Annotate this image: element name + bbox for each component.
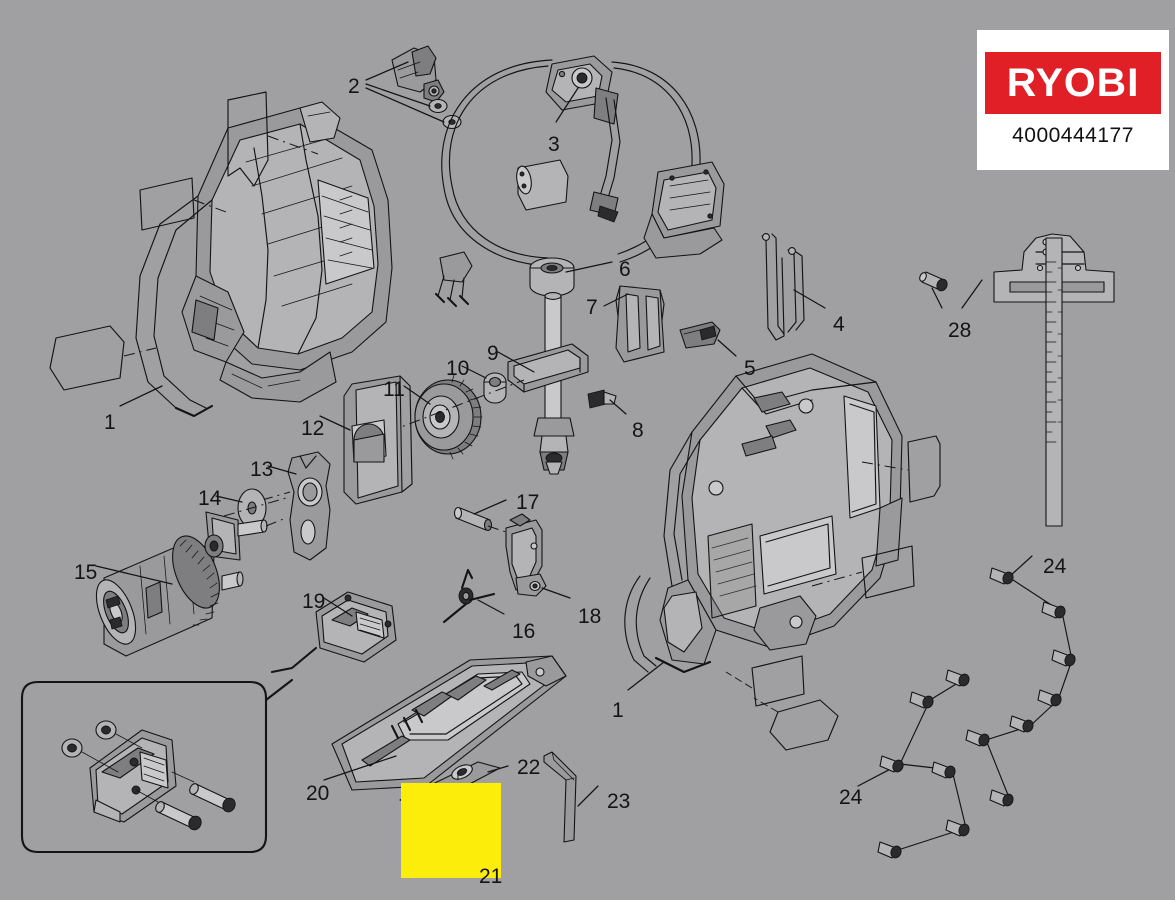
brand-logo-plate: RYOBI 4000444177: [977, 30, 1169, 170]
callout-number-22: 22: [517, 756, 541, 779]
wire-guide: [761, 233, 826, 341]
callout-number-3: 3: [548, 133, 560, 156]
callout-number-24: 24: [839, 786, 863, 809]
highlight-region-item-21: [401, 783, 501, 878]
gasket: [261, 451, 331, 561]
callout-number-21: 21: [479, 865, 503, 888]
callout-number-19: 19: [302, 590, 326, 613]
callout-number-24: 24: [1043, 555, 1067, 578]
switch-and-harness: [434, 55, 725, 308]
right-housing-half: [624, 353, 941, 751]
left-housing-half: [49, 91, 393, 418]
ryobi-logo-band: RYOBI: [985, 52, 1161, 114]
callout-number-9: 9: [487, 342, 499, 365]
callout-number-15: 15: [74, 561, 98, 584]
washer: [215, 488, 287, 528]
plunger-assembly: [319, 257, 627, 505]
callout-number-1: 1: [612, 699, 624, 722]
callout-number-16: 16: [512, 620, 536, 643]
callout-number-23: 23: [607, 790, 631, 813]
edge-guide: [919, 233, 1115, 527]
roller-guide-group: [442, 499, 571, 624]
callout-number-12: 12: [301, 417, 325, 440]
hex-key: [543, 751, 599, 843]
inset-detail-box: [20, 678, 294, 854]
housing-screws-right: [857, 555, 1076, 859]
ryobi-wordmark: RYOBI: [1006, 61, 1140, 105]
callout-number-13: 13: [250, 458, 274, 481]
callout-number-10: 10: [446, 357, 470, 380]
callout-number-8: 8: [632, 419, 644, 442]
callout-number-2: 2: [348, 75, 360, 98]
callout-number-18: 18: [578, 605, 602, 628]
lock-lever-and-washers: [365, 45, 462, 130]
callout-number-17: 17: [516, 491, 540, 514]
callout-number-11: 11: [383, 378, 405, 401]
base-plate: [323, 655, 567, 791]
callout-number-14: 14: [198, 487, 222, 510]
dust-guard-bracket: [603, 285, 665, 363]
part-number-label: 4000444177: [1012, 124, 1134, 147]
callout-number-7: 7: [586, 296, 598, 319]
callout-number-5: 5: [744, 357, 756, 380]
callout-number-20: 20: [306, 782, 330, 805]
motor-with-pinion: [95, 511, 287, 657]
callout-number-4: 4: [833, 313, 845, 336]
blade-clamp-assembly: [270, 591, 397, 674]
contact-strip: [679, 321, 737, 357]
callout-number-6: 6: [619, 258, 631, 281]
callout-number-1: 1: [104, 411, 116, 434]
callout-number-28: 28: [948, 319, 972, 342]
